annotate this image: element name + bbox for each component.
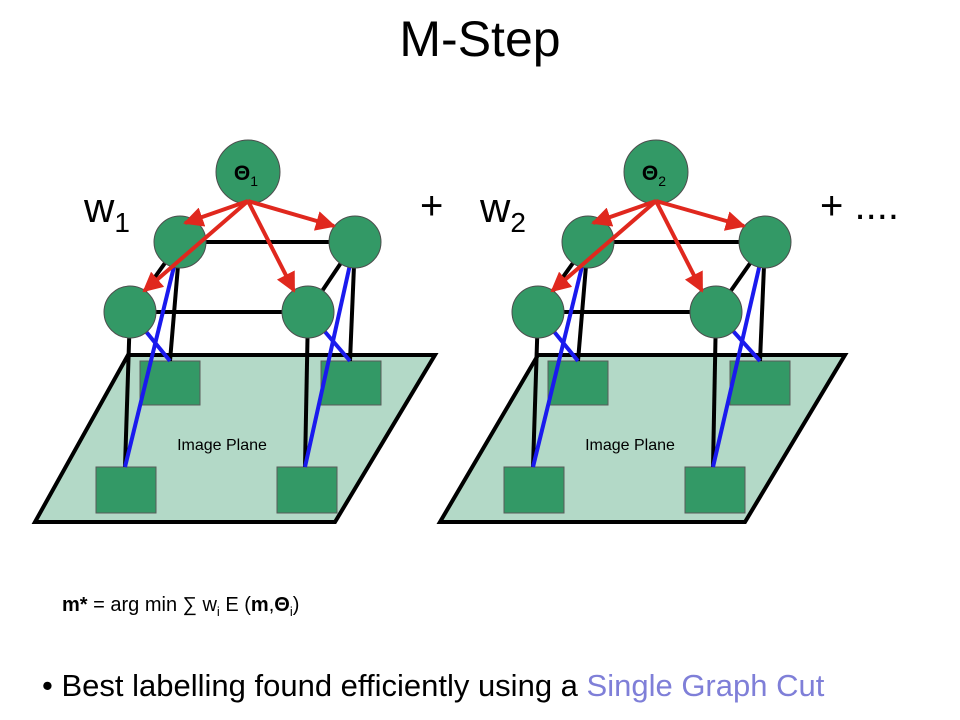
node-2-front-left <box>511 285 565 339</box>
node-2-back-right <box>738 215 792 269</box>
theta-label-2: Θ2 <box>642 162 666 189</box>
bullet-highlight: Single Graph Cut <box>586 668 825 703</box>
formula-energy-open: E ( <box>219 594 251 616</box>
node-1-back-left <box>153 215 207 269</box>
weight-2-symbol: w <box>480 184 511 231</box>
pixel-1-front-right <box>276 466 338 514</box>
node-1-front-right <box>281 285 335 339</box>
pixel-1-back-right <box>320 360 382 406</box>
node-1-back-right <box>328 215 382 269</box>
bullet-point: • Best labelling found efficiently using… <box>42 664 824 708</box>
formula-m: m <box>250 594 269 616</box>
pixel-2-front-right <box>684 466 746 514</box>
pixel-2-back-right <box>729 360 791 406</box>
weight-1-symbol: w <box>84 184 115 231</box>
diagram-1: Image Plane Θ1 <box>31 139 439 524</box>
weight-2-sub: 2 <box>510 207 526 238</box>
slide-title: M-Step <box>399 11 561 67</box>
pixel-1-front-left <box>95 466 157 514</box>
red-arrows-1 <box>142 199 336 293</box>
plus-trailing: + .... <box>820 184 899 228</box>
plus-between: + <box>420 184 444 228</box>
formula-comma: , <box>268 594 275 616</box>
node-1-front-left <box>103 285 157 339</box>
bullet-marker: • <box>42 668 53 703</box>
formula-w-sub: i <box>216 604 220 619</box>
formula-theta-sub: i <box>289 604 293 619</box>
weight-1-sub: 1 <box>114 207 130 238</box>
node-2-back-left <box>561 215 615 269</box>
formula-close: ) <box>292 594 300 616</box>
weight-1: w1 <box>84 184 130 247</box>
weight-2: w2 <box>480 184 526 247</box>
formula-argmin: = arg min ∑ <box>87 594 203 616</box>
red-arrows-2 <box>550 199 746 293</box>
node-2-front-right <box>689 285 743 339</box>
pixel-2-front-left <box>503 466 565 514</box>
theta-label-1: Θ1 <box>234 162 258 189</box>
formula-lhs: m* <box>62 594 88 616</box>
formula-theta: Θ <box>274 594 290 616</box>
diagram-2: Image Plane Θ2 <box>436 139 849 524</box>
formula: m* = arg min ∑ wi E (m,Θi) <box>62 590 299 627</box>
image-plane-label-2: Image Plane <box>585 437 675 454</box>
formula-w: w <box>202 594 217 616</box>
bullet-text: Best labelling found efficiently using a <box>52 668 587 703</box>
image-plane-label-1: Image Plane <box>177 437 267 454</box>
